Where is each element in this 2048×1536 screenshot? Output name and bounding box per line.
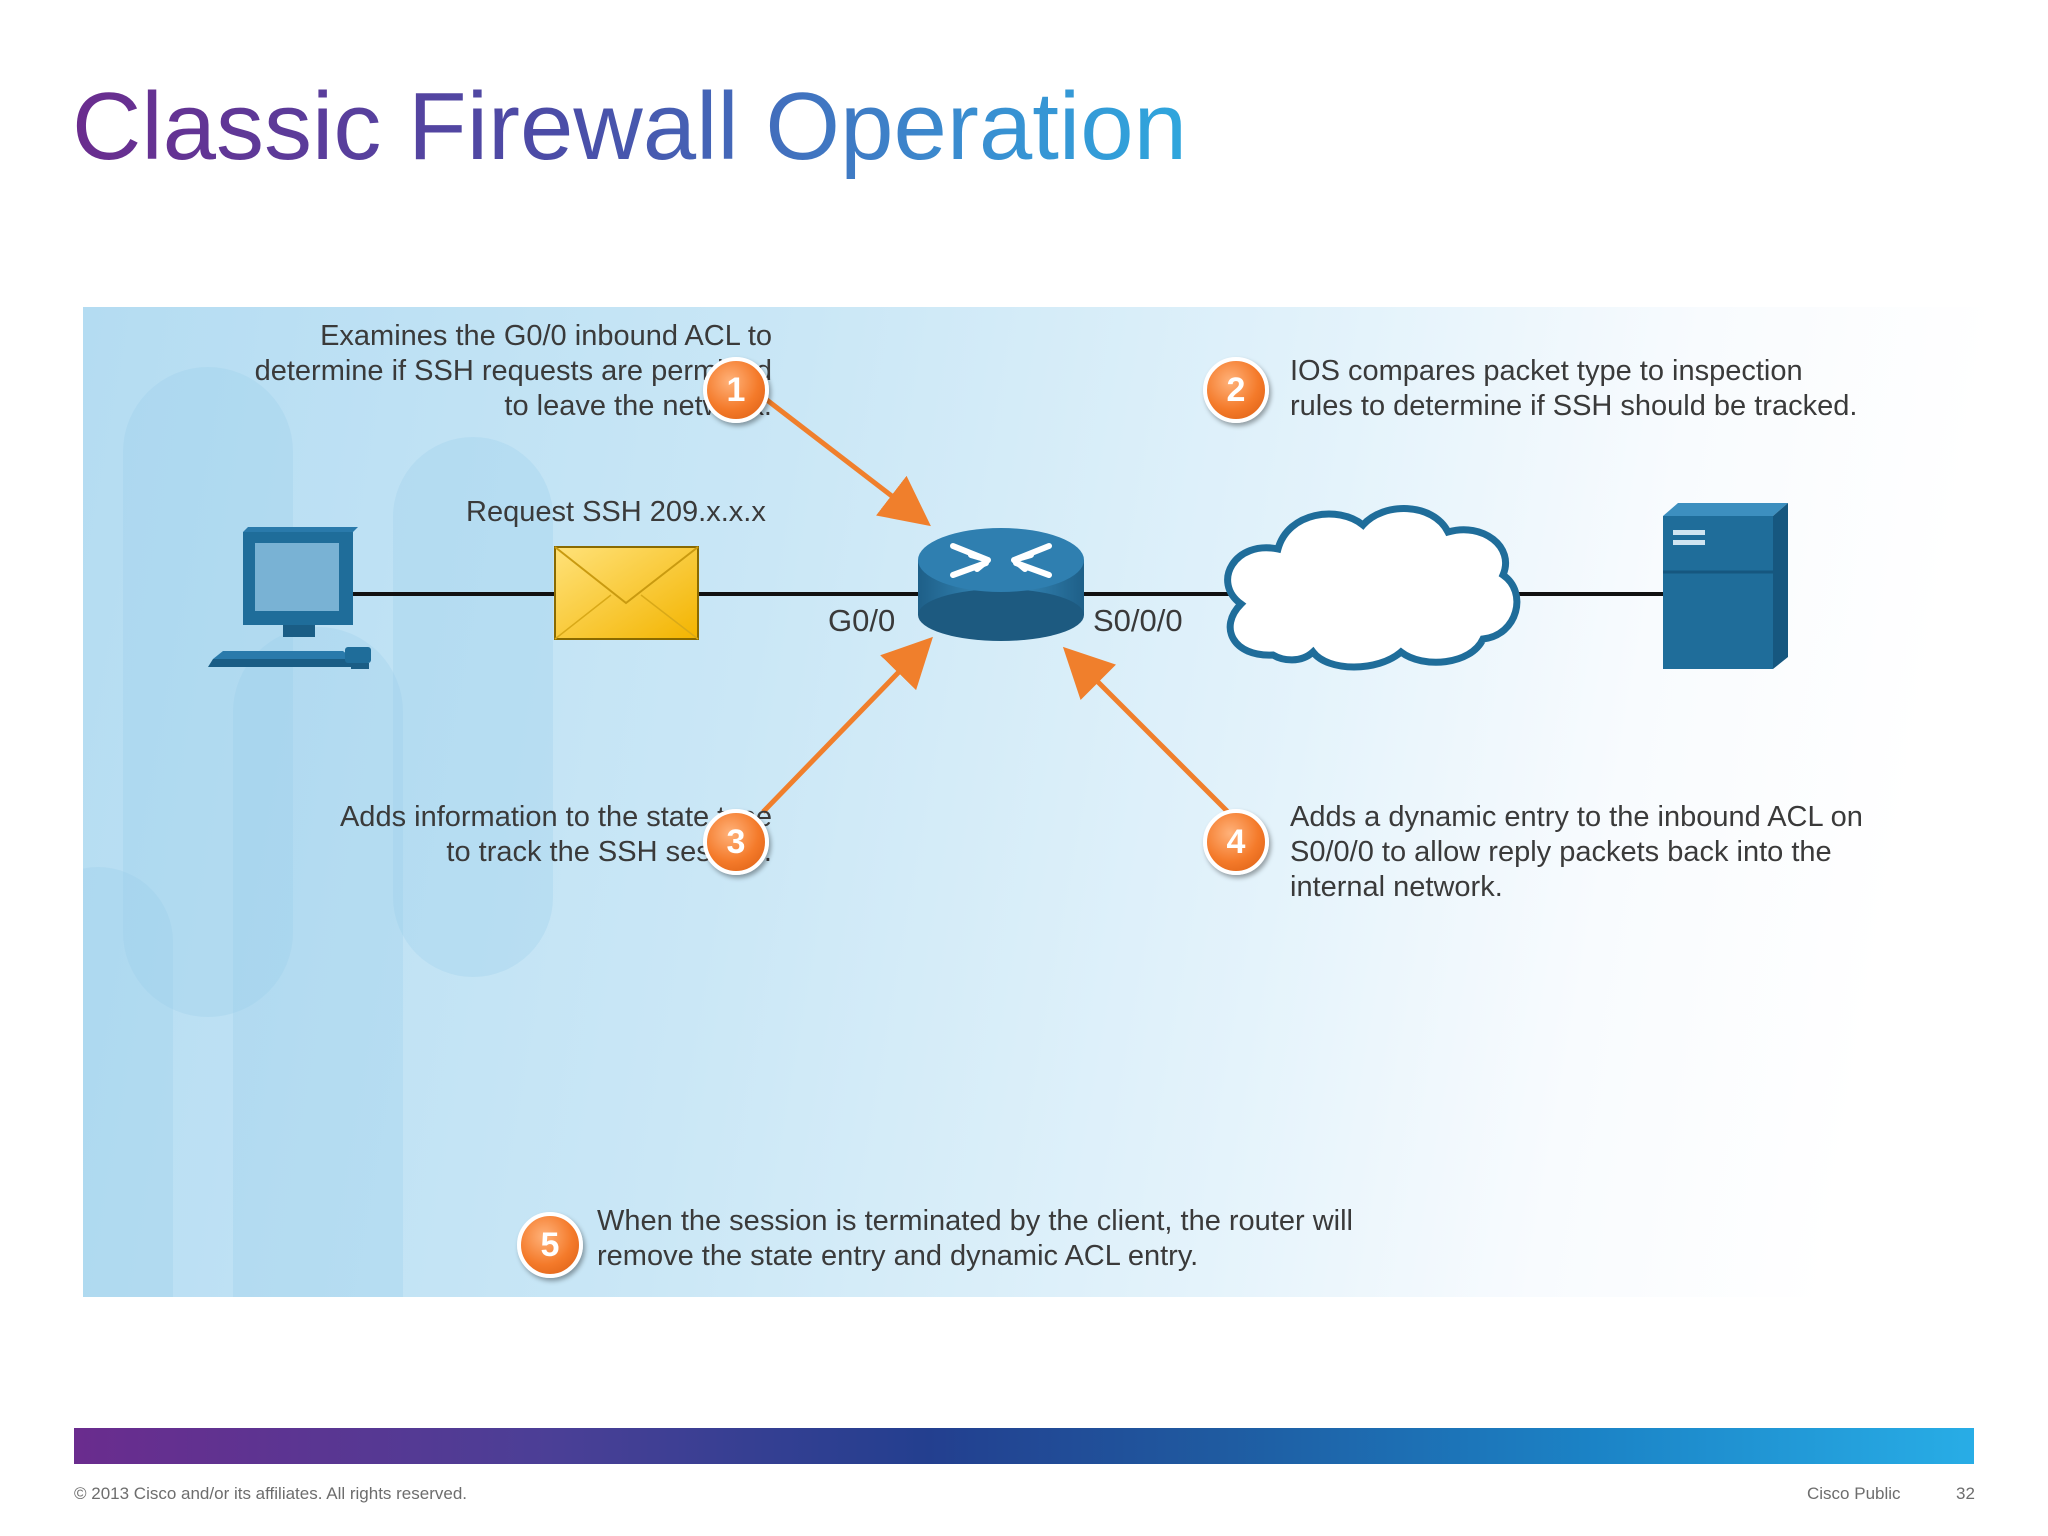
diagram-panel: Examines the G0/0 inbound ACL to determi… (83, 307, 1990, 1297)
envelope-icon (554, 546, 699, 640)
step-1-badge: 1 (703, 357, 769, 423)
router-icon (918, 528, 1084, 641)
background-decoration (233, 627, 403, 1297)
background-decoration (393, 437, 553, 977)
step-5-text: When the session is terminated by the cl… (597, 1205, 1353, 1272)
network-diagram (208, 395, 1788, 814)
step-4-text: Adds a dynamic entry to the inbound ACL … (1290, 801, 1863, 903)
footer-color-bar (74, 1428, 1974, 1464)
step-4-arrow (1062, 646, 1230, 814)
step-2-text: IOS compares packet type to inspection r… (1290, 355, 1858, 422)
page-number: 32 (1956, 1484, 1975, 1503)
packet-label: Request SSH 209.x.x.x (466, 496, 766, 528)
server-icon (1663, 503, 1788, 669)
slide-title: Classic Firewall Operation (72, 73, 1188, 180)
step-1-arrow (761, 395, 931, 527)
step-3-arrow (761, 636, 933, 814)
background-decoration (123, 367, 293, 1017)
g0-0-interface-label: G0/0 (828, 603, 896, 638)
copyright-text: © 2013 Cisco and/or its affiliates. All … (74, 1484, 468, 1503)
cloud-icon (1224, 505, 1521, 671)
step-1-text: Examines the G0/0 inbound ACL to determi… (254, 320, 772, 422)
step-3-badge: 3 (703, 809, 769, 875)
step-5-badge: 5 (517, 1212, 583, 1278)
classification-label: Cisco Public (1807, 1484, 1901, 1503)
background-decoration (83, 867, 173, 1297)
step-2-badge: 2 (1203, 357, 1269, 423)
computer-icon (208, 527, 371, 669)
s0-0-0-interface-label: S0/0/0 (1093, 603, 1183, 638)
step-4-badge: 4 (1203, 809, 1269, 875)
